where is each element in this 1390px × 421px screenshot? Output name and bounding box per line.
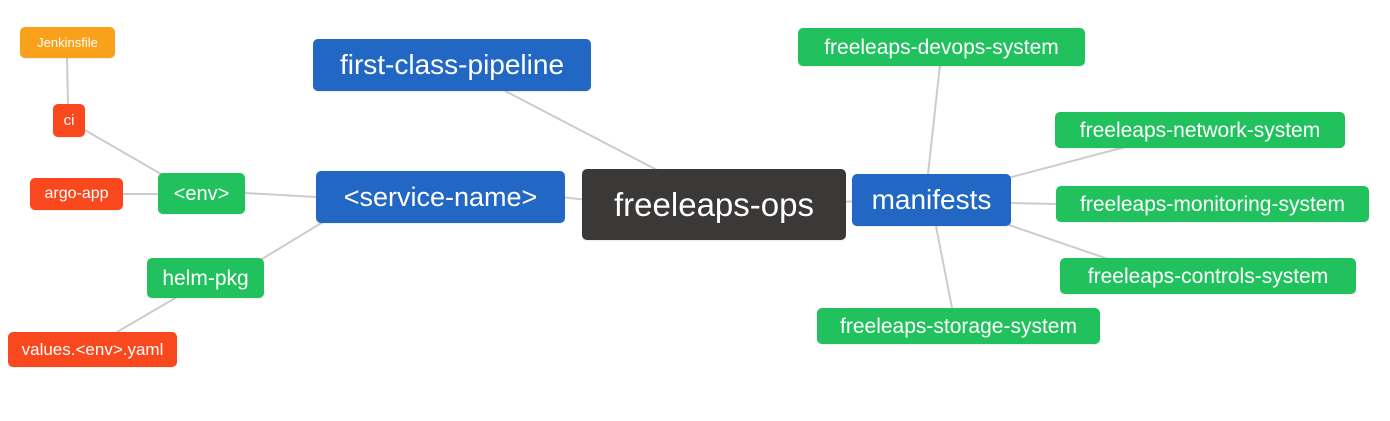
- node-argo-app-label: argo-app: [44, 185, 109, 202]
- node-freeleaps-ops[interactable]: freeleaps-ops: [582, 169, 846, 240]
- edge-env-service-name: [244, 192, 317, 198]
- edge-manifests-devops: [927, 64, 941, 175]
- node-freeleaps-storage-system[interactable]: freeleaps-storage-system: [817, 308, 1100, 344]
- node-service-name-label: <service-name>: [343, 181, 538, 212]
- node-env-label: <env>: [173, 182, 230, 205]
- node-first-class-pipeline[interactable]: first-class-pipeline: [313, 39, 591, 91]
- node-freeleaps-devops-system[interactable]: freeleaps-devops-system: [798, 28, 1085, 66]
- node-freeleaps-monitoring-system-label: freeleaps-monitoring-system: [1080, 192, 1345, 216]
- node-env[interactable]: <env>: [158, 173, 245, 214]
- node-helm-pkg-label: helm-pkg: [162, 266, 249, 290]
- edge-ci-env: [82, 128, 169, 179]
- node-argo-app[interactable]: argo-app: [30, 178, 123, 210]
- node-manifests[interactable]: manifests: [852, 174, 1011, 226]
- edge-manifests-monitoring: [1010, 202, 1057, 205]
- node-freeleaps-network-system[interactable]: freeleaps-network-system: [1055, 112, 1345, 148]
- node-first-class-pipeline-label: first-class-pipeline: [339, 49, 565, 80]
- edge-helm-pkg-service-name: [261, 221, 324, 260]
- edge-manifests-storage: [935, 225, 953, 309]
- node-freeleaps-storage-system-label: freeleaps-storage-system: [840, 314, 1077, 338]
- node-freeleaps-ops-label: freeleaps-ops: [614, 186, 814, 223]
- node-freeleaps-monitoring-system[interactable]: freeleaps-monitoring-system: [1056, 186, 1369, 222]
- node-jenkinsfile-label: Jenkinsfile: [37, 35, 98, 50]
- node-freeleaps-devops-system-label: freeleaps-devops-system: [824, 35, 1059, 59]
- edge-manifests-network: [1007, 146, 1126, 179]
- node-helm-pkg[interactable]: helm-pkg: [147, 258, 264, 298]
- node-freeleaps-network-system-label: freeleaps-network-system: [1079, 118, 1321, 142]
- node-jenkinsfile[interactable]: Jenkinsfile: [20, 27, 115, 58]
- node-service-name[interactable]: <service-name>: [316, 171, 565, 223]
- node-values-env-yaml-label: values.<env>.yaml: [21, 340, 164, 359]
- node-manifests-label: manifests: [871, 184, 992, 215]
- node-freeleaps-controls-system-label: freeleaps-controls-system: [1087, 264, 1329, 288]
- node-values-env-yaml[interactable]: values.<env>.yaml: [8, 332, 177, 367]
- edge-manifests-controls: [1008, 224, 1109, 260]
- node-ci-label: ci: [63, 112, 75, 129]
- node-freeleaps-controls-system[interactable]: freeleaps-controls-system: [1060, 258, 1356, 294]
- edge-pipeline-root: [504, 90, 658, 171]
- edge-values-helm-pkg: [116, 296, 178, 333]
- edge-jenkinsfile-ci: [66, 57, 69, 105]
- node-ci[interactable]: ci: [53, 104, 85, 137]
